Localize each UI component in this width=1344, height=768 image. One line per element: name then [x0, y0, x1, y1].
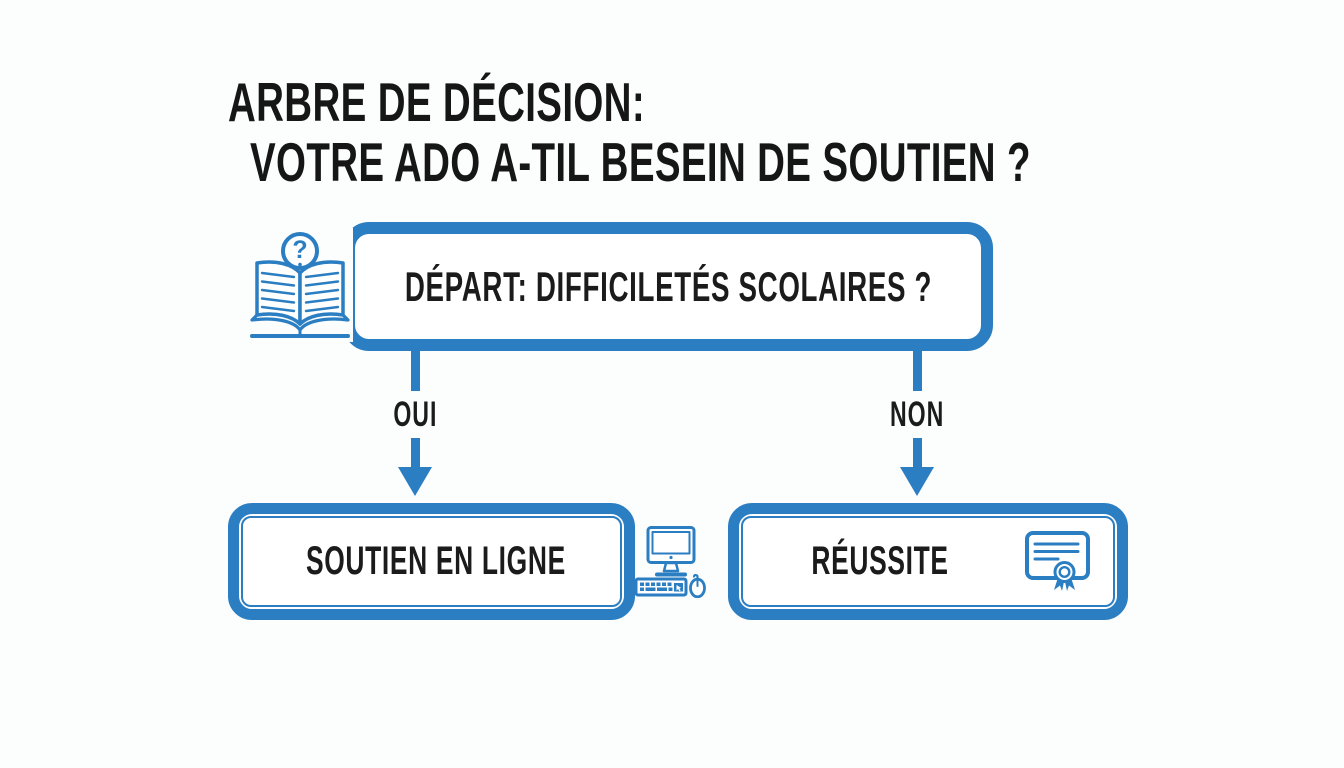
branch-oui: OUI	[393, 348, 436, 496]
branch-oui-connector	[410, 348, 420, 391]
leaf-reussite-label-wrap: RÉUSSITE	[739, 539, 1021, 584]
leaf-soutien-label-wrap: SOUTIEN EN LIGNE	[239, 539, 633, 584]
leaf-node-reussite: RÉUSSITE	[728, 503, 1128, 620]
leaf-reussite-label: RÉUSSITE	[811, 539, 949, 583]
branch-oui-label: OUI	[392, 394, 438, 434]
branch-non: NON	[890, 348, 943, 496]
branch-non-arrow-head-icon	[900, 467, 934, 496]
title-line-1: ARBRE DE DÉCISION:	[228, 71, 646, 133]
computer-icon	[633, 525, 707, 598]
branch-oui-arrow-head-icon	[398, 467, 432, 496]
branch-non-label-wrap: NON	[876, 391, 958, 438]
book-question-icon: ?	[247, 228, 353, 342]
branch-non-arrow-shaft	[912, 438, 922, 467]
title-line-2: VOTRE ADO A-TIL BESEIN DE SOUTIEN ?	[250, 131, 1031, 193]
root-node-box: DÉPART: DIFFICILETÉS SCOLAIRES ?	[343, 222, 993, 351]
svg-text:?: ?	[292, 236, 307, 264]
root-node-label: DÉPART: DIFFICILETÉS SCOLAIRES ?	[404, 262, 932, 310]
certificate-icon	[1021, 530, 1095, 594]
leaf-soutien-label: SOUTIEN EN LIGNE	[305, 539, 566, 583]
branch-non-label: NON	[889, 394, 945, 434]
branch-oui-arrow-shaft	[410, 438, 420, 467]
branch-oui-label-wrap: OUI	[382, 391, 449, 438]
branch-non-connector	[912, 348, 922, 391]
page-title: ARBRE DE DÉCISION: VOTRE ADO A-TIL BESEI…	[228, 72, 1344, 192]
leaf-node-soutien-en-ligne: SOUTIEN EN LIGNE	[228, 503, 706, 620]
